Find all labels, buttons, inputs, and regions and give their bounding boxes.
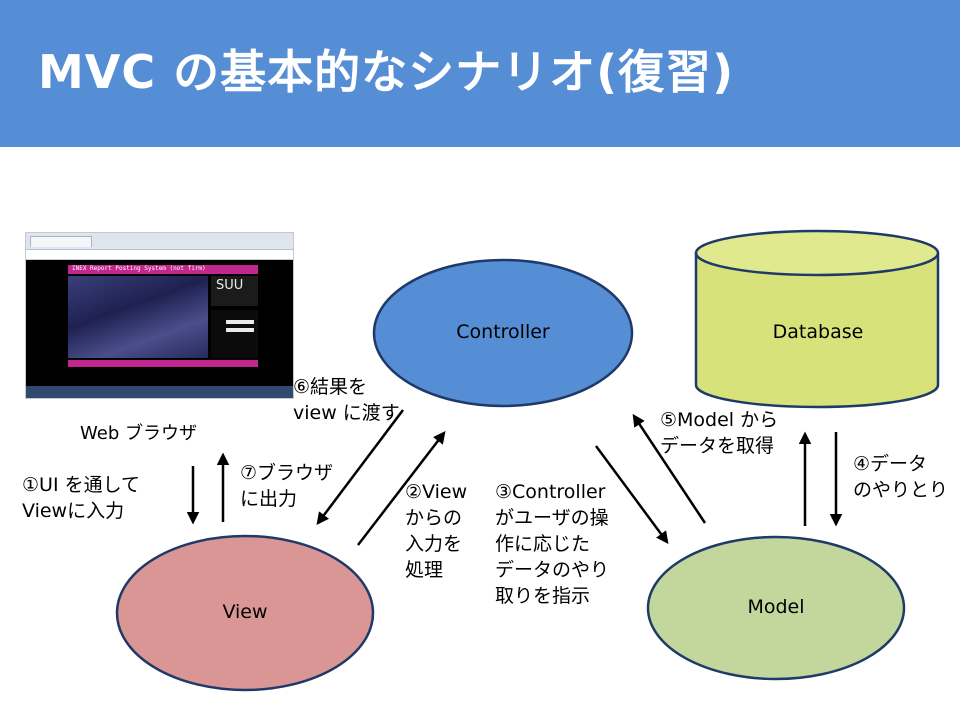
controller-label: Controller	[456, 321, 550, 343]
browser-tab-bar	[26, 233, 293, 250]
browser-address-bar	[26, 250, 293, 260]
arrow-model-to-controller	[632, 413, 707, 524]
step-4-label: ④データのやりとり	[853, 453, 949, 501]
browser-screenshot: INEX Report Posting System (not firm) SU…	[25, 232, 294, 399]
web-browser-label: Web ブラウザ	[80, 423, 197, 444]
view-label: View	[222, 601, 268, 623]
browser-page: INEX Report Posting System (not firm) SU…	[26, 260, 293, 386]
database-node	[694, 229, 940, 409]
step-5-label: ⑤Model からデータを取得	[660, 409, 779, 457]
screenshot-logo-text: SUU	[216, 278, 244, 293]
controller-node	[372, 258, 634, 408]
arrow-view-to-controller	[357, 431, 446, 546]
model-label: Model	[747, 596, 805, 618]
database-label: Database	[772, 321, 864, 343]
view-node	[115, 534, 375, 692]
step-7-label: ⑦ブラウザに出力	[240, 462, 334, 510]
screenshot-header-text: INEX Report Posting System (not firm)	[72, 265, 206, 272]
slide-title: MVC の基本的なシナリオ(復習)	[38, 45, 735, 99]
taskbar	[26, 386, 293, 398]
model-node	[646, 535, 906, 681]
screenshot-photo	[68, 276, 208, 358]
title-bar: MVC の基本的なシナリオ(復習)	[0, 0, 960, 147]
arrow-controller-to-model	[594, 445, 669, 545]
arrow-controller-to-view	[316, 409, 404, 525]
